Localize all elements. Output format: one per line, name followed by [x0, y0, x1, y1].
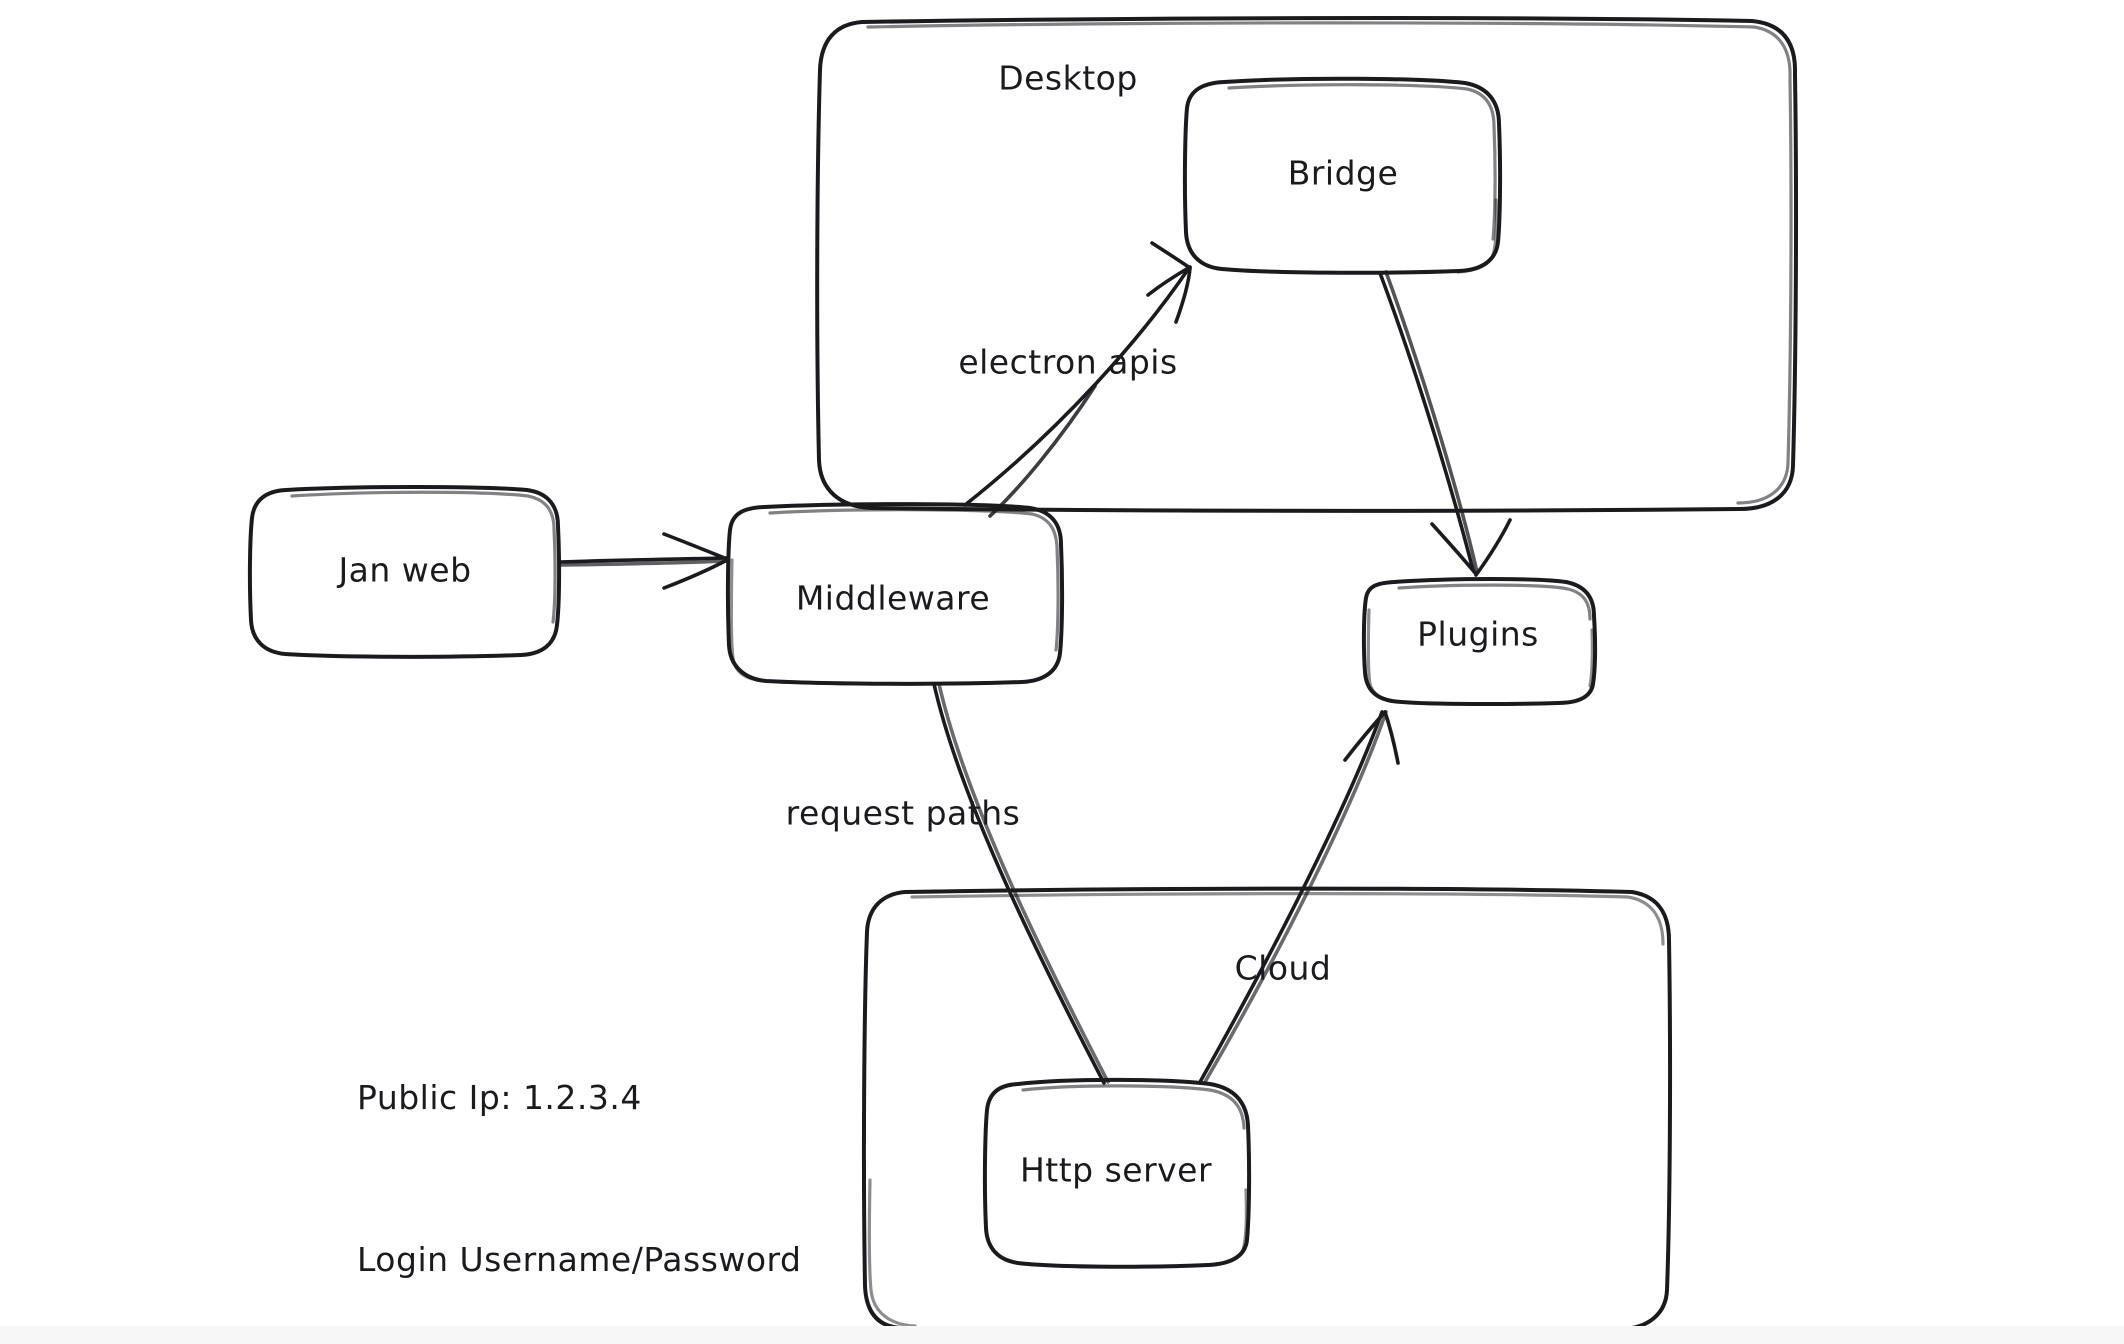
- edge-http-server-to-middleware[interactable]: [932, 682, 1110, 1085]
- node-middleware[interactable]: [725, 502, 1065, 686]
- group-desktop[interactable]: [815, 16, 1799, 513]
- edge-http-server-to-plugins[interactable]: [1198, 710, 1400, 1084]
- group-label-desktop: Desktop: [998, 58, 1138, 98]
- edge-label-electron-apis: electron apis: [958, 342, 1178, 382]
- node-jan-web[interactable]: [247, 485, 562, 659]
- edge-label-request-paths: request paths: [785, 793, 1021, 833]
- node-label-jan-web: Jan web: [338, 550, 472, 590]
- node-bridge[interactable]: [1182, 76, 1503, 275]
- node-http-server[interactable]: [982, 1077, 1252, 1269]
- credentials-note: Public Ip: 1.2.3.4 Login Username/Passwo…: [357, 963, 802, 1344]
- bottom-edge-strip: [0, 1326, 2124, 1344]
- edge-bridge-to-plugins[interactable]: [1378, 270, 1512, 577]
- node-label-middleware: Middleware: [795, 578, 991, 618]
- note-line-public-ip: Public Ip: 1.2.3.4: [357, 1078, 642, 1117]
- node-label-plugins: Plugins: [1417, 614, 1539, 654]
- note-line-login: Login Username/Password: [357, 1240, 802, 1279]
- edge-middleware-to-bridge[interactable]: [963, 241, 1192, 518]
- edge-jan-web-to-middleware[interactable]: [558, 532, 729, 590]
- edge-label-cloud: Cloud: [1234, 948, 1332, 988]
- node-label-http-server: Http server: [1019, 1150, 1213, 1190]
- node-plugins[interactable]: [1361, 577, 1598, 707]
- node-label-bridge: Bridge: [1287, 153, 1399, 193]
